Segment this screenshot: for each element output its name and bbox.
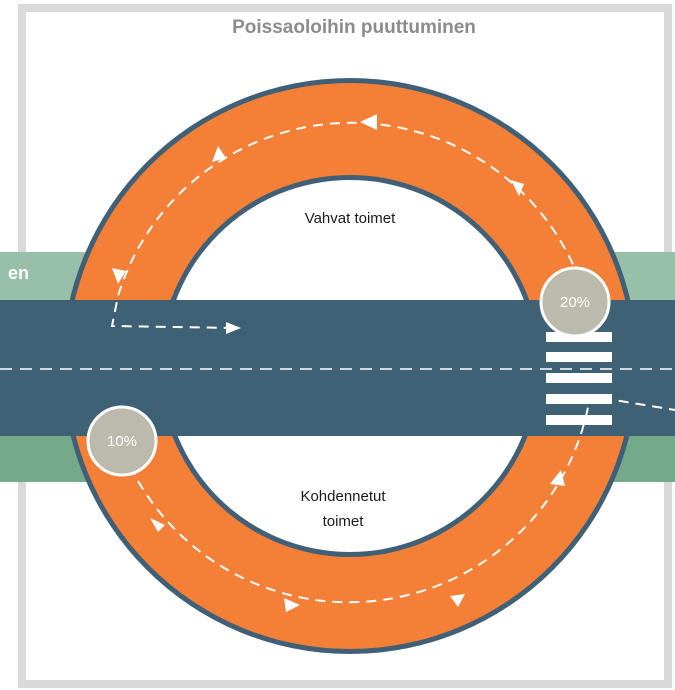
arrow-head-bottom (284, 598, 300, 612)
diagram-title: Poissaoloihin puuttuminen (232, 17, 476, 38)
arrow-head-top-right (511, 180, 524, 196)
arrow-head-top-left (212, 146, 226, 162)
bottom-flow-path (129, 394, 675, 604)
arrow-head-right (550, 470, 565, 486)
arrow-head-bottom-left (150, 518, 165, 532)
badge-top-right (539, 266, 611, 338)
inner-top-label: Vahvat toimet (305, 210, 396, 227)
arrow-head-bottom-right (450, 594, 465, 607)
badge-bottom-left-label: 10% (107, 433, 137, 450)
inner-bottom-label-line2: toimet (323, 513, 365, 530)
badge-top-right-label: 20% (560, 294, 590, 311)
badge-bottom-left (86, 405, 158, 477)
arrow-head-road-right (226, 322, 241, 334)
top-flow-path (110, 121, 586, 329)
arrow-head-top (360, 114, 377, 130)
inner-bottom-label-line1: Kohdennetut (300, 488, 386, 505)
left-band-label: en (8, 263, 29, 283)
arrow-head-left (112, 268, 126, 284)
